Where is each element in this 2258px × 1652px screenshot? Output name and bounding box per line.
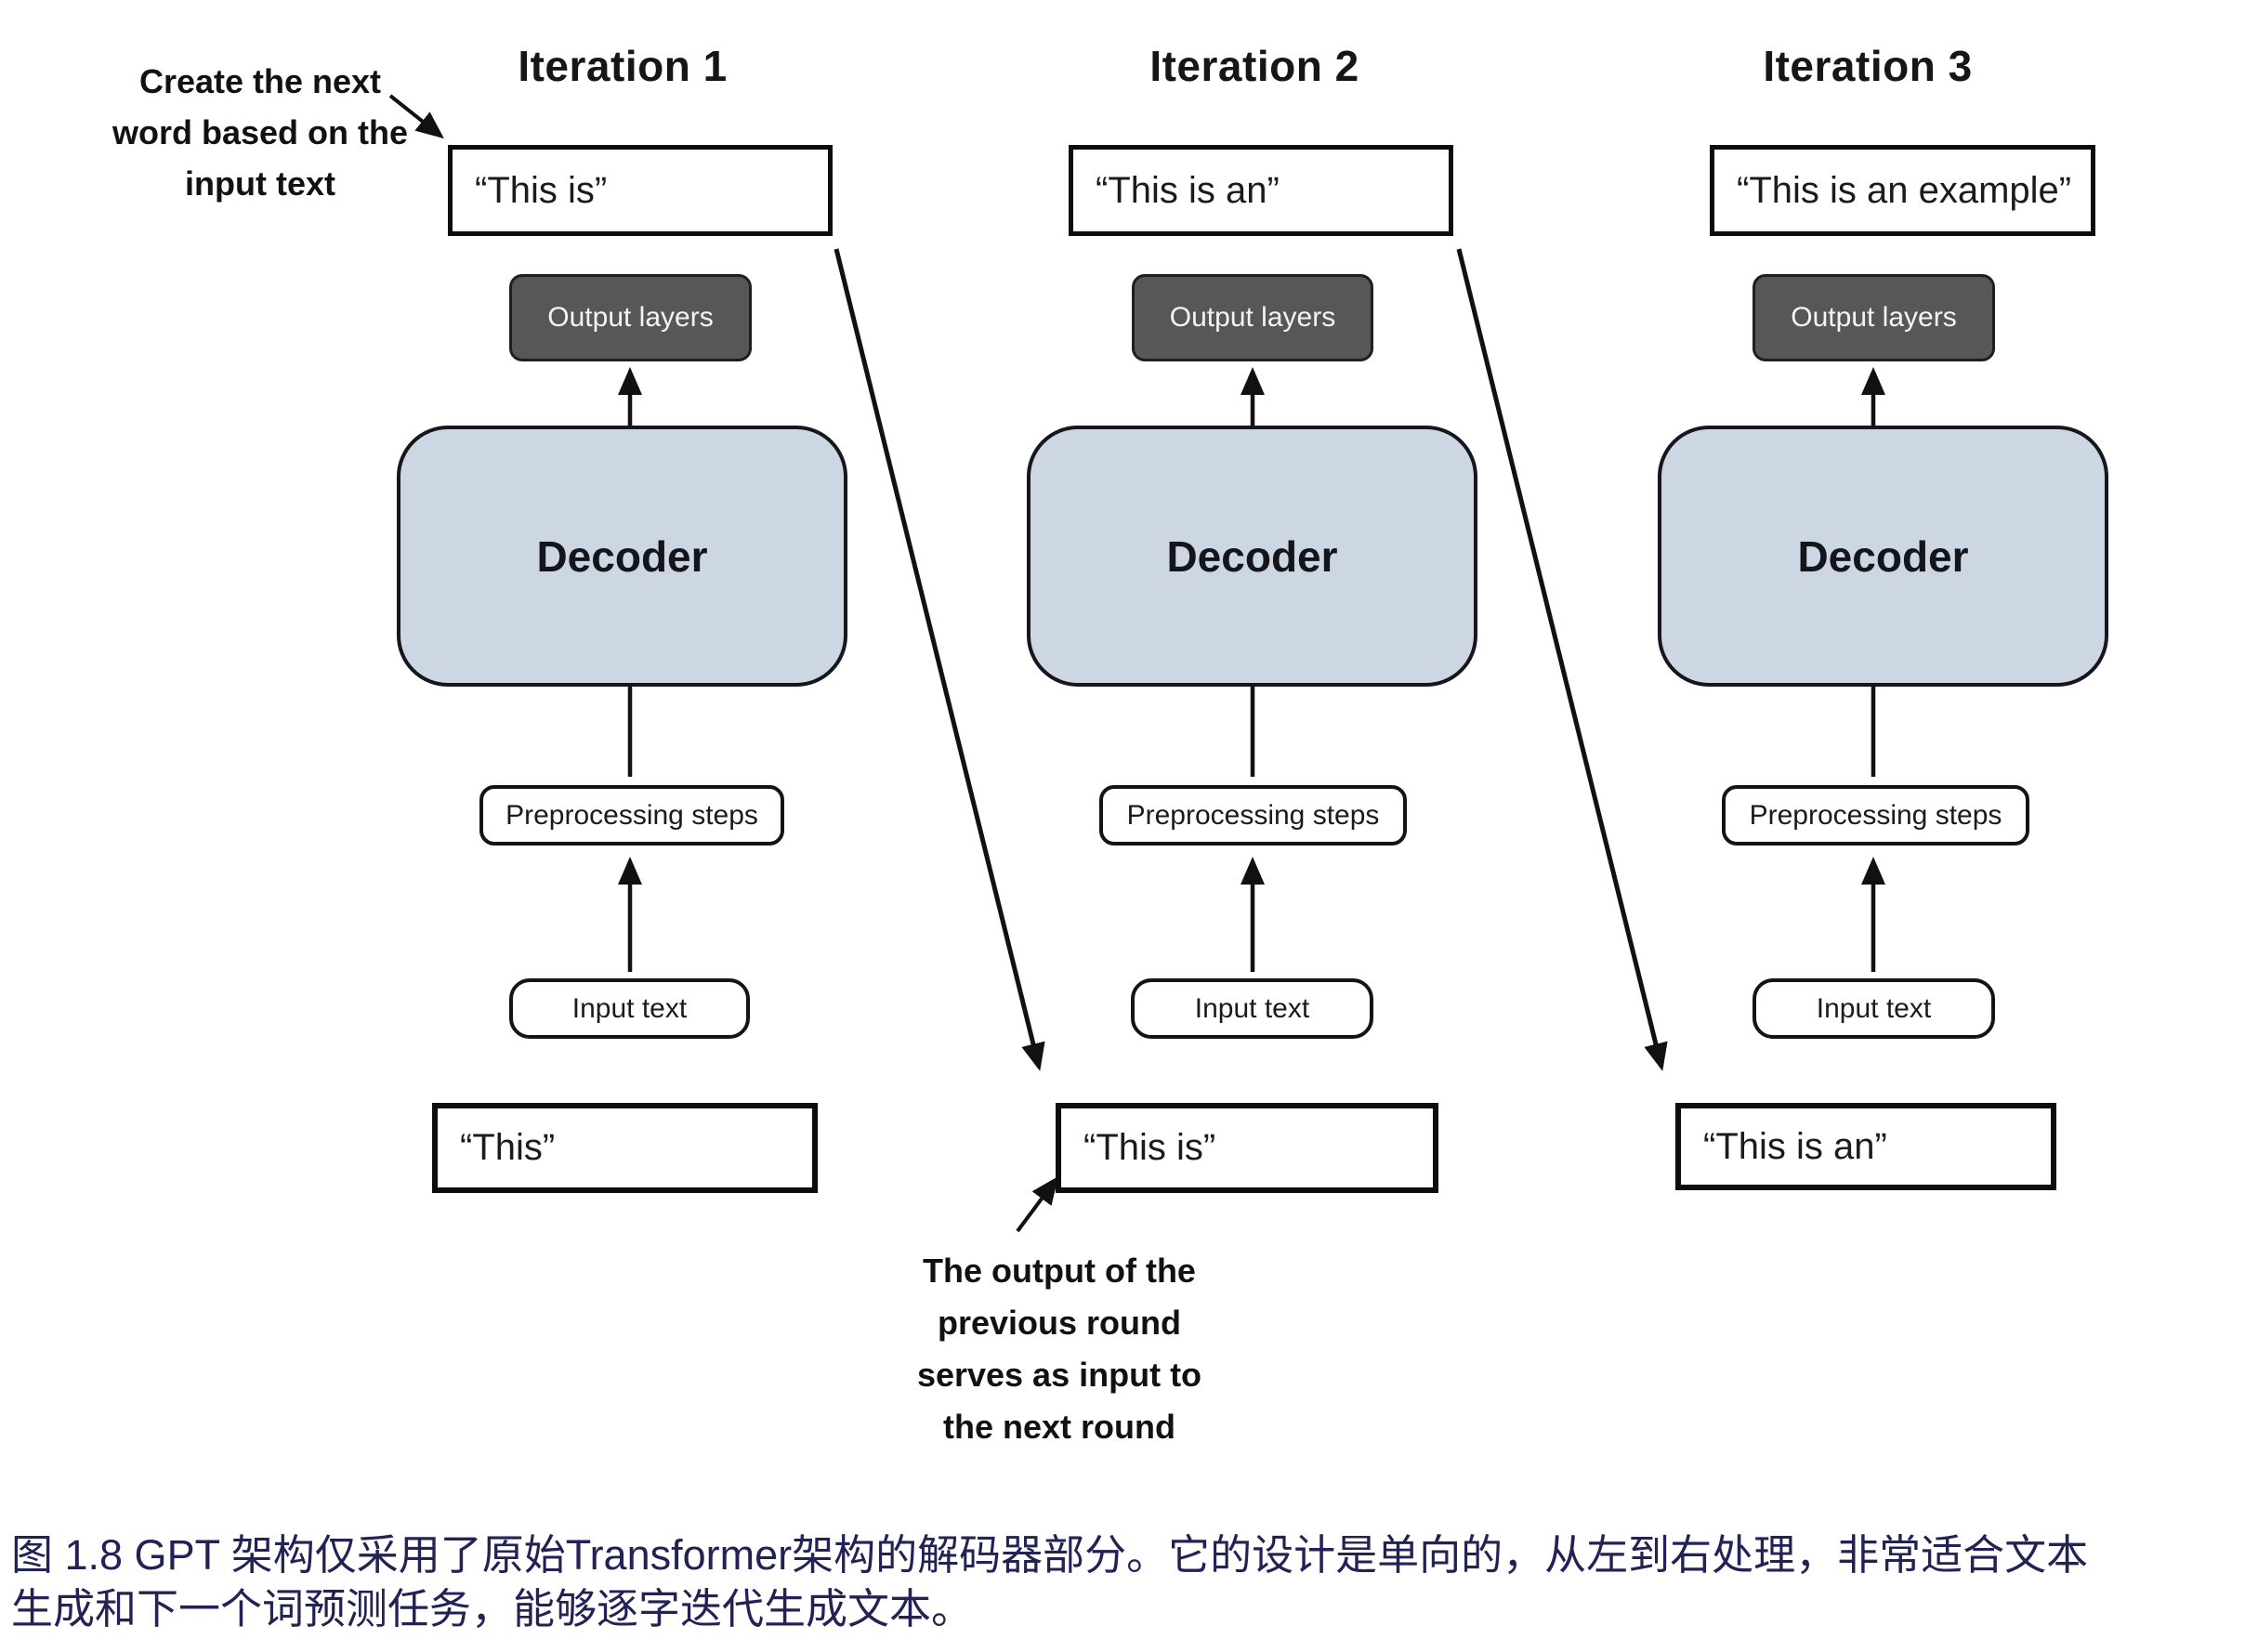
note-create-next-word: Create the next word based on the input …: [56, 56, 465, 209]
arrow-output1-to-input2: [834, 248, 1045, 1071]
output-text-box-3: “This is an example”: [1710, 145, 2095, 236]
note-line: The output of the: [923, 1252, 1196, 1290]
arrow-output2-to-input3: [1456, 248, 1668, 1071]
input-text-box-3: Input text: [1753, 978, 1995, 1039]
output-text-box-1: “This is”: [448, 145, 833, 236]
preprocessing-box-2: Preprocessing steps: [1099, 785, 1407, 846]
input-text-box-1: Input text: [509, 978, 750, 1039]
output-layers-box-3: Output layers: [1753, 274, 1995, 361]
note-line: previous round: [937, 1304, 1182, 1342]
bottom-text-2: “This is”: [1083, 1127, 1216, 1168]
bottom-text-3: “This is an”: [1703, 1125, 1887, 1167]
caption-line-1: 图 1.8 GPT 架构仅采用了原始Transformer架构的解码器部分。它的…: [11, 1531, 2089, 1579]
decoder-box-3: Decoder: [1658, 426, 2108, 687]
note-line: input text: [185, 164, 335, 203]
note-output-previous-round: The output of the previous round serves …: [855, 1245, 1264, 1453]
output-text-box-2: “This is an”: [1069, 145, 1453, 236]
bottom-text-box-3: “This is an”: [1675, 1103, 2056, 1190]
bottom-text-1: “This”: [460, 1127, 556, 1168]
iteration-2-header: Iteration 2: [1149, 42, 1359, 90]
output-layers-box-1: Output layers: [509, 274, 752, 361]
bottom-text-box-2: “This is”: [1056, 1103, 1438, 1193]
bottom-text-box-1: “This”: [432, 1103, 818, 1193]
note-line: the next round: [943, 1408, 1175, 1446]
preprocessing-box-3: Preprocessing steps: [1722, 785, 2029, 846]
decoder-box-1: Decoder: [397, 426, 847, 687]
output-text-2: “This is an”: [1096, 169, 1280, 211]
output-layers-box-2: Output layers: [1132, 274, 1373, 361]
caption-line-2: 生成和下一个词预测任务，能够逐字迭代生成文本。: [11, 1585, 974, 1632]
output-text-1: “This is”: [475, 169, 608, 211]
output-text-3: “This is an example”: [1737, 169, 2072, 211]
note-line: serves as input to: [916, 1356, 1202, 1394]
arrow-note-previous-round: [1016, 1175, 1058, 1233]
preprocessing-box-1: Preprocessing steps: [479, 785, 784, 846]
figure-caption: 图 1.8 GPT 架构仅采用了原始Transformer架构的解码器部分。它的…: [11, 1528, 2251, 1636]
note-line: Create the next: [138, 62, 382, 100]
input-text-box-2: Input text: [1131, 978, 1373, 1039]
iteration-1-header: Iteration 1: [518, 42, 728, 90]
note-line: word based on the: [112, 113, 409, 151]
iteration-3-header: Iteration 3: [1763, 42, 1973, 90]
decoder-box-2: Decoder: [1027, 426, 1477, 687]
